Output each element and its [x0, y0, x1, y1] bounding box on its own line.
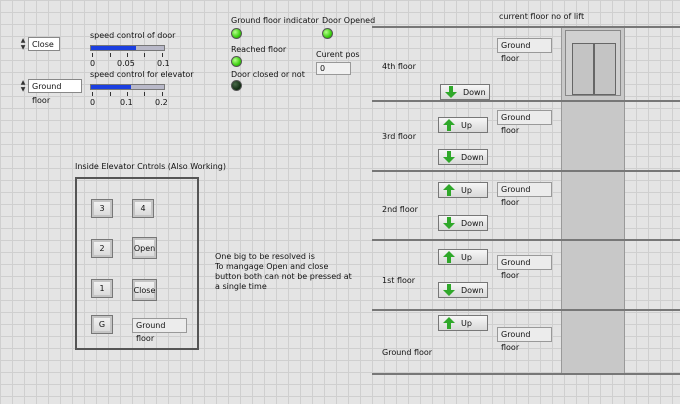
floor-4-indicator: Ground floor [497, 38, 552, 63]
floor-3-label: 3rd floor [382, 132, 416, 141]
current-pos-label: Curent pos [316, 50, 360, 59]
elevator-speed-fill [91, 85, 132, 89]
reached-floor-label: Reached floor [231, 45, 287, 54]
floor-3-down-button[interactable]: Down [438, 149, 488, 165]
close-door-button[interactable]: Close [132, 279, 157, 301]
note-line-2: To mangage Open and close [215, 262, 329, 271]
up-arrow-icon [443, 251, 455, 263]
elevator-target-ring[interactable]: Ground floor [28, 79, 82, 105]
floor-4-button[interactable]: 4 [132, 199, 154, 218]
up-arrow-icon [443, 317, 455, 329]
elevator-tick-0: 0 [90, 98, 96, 107]
building-header: current floor no of lift [499, 12, 585, 21]
note-line-3: button both can not be pressed at [215, 272, 352, 281]
door-state-ring[interactable]: Close [28, 37, 60, 51]
note-line-1: One big to be resolved is [215, 252, 315, 261]
floor-2-up-button[interactable]: Up [438, 182, 488, 198]
floor-2-indicator: Ground floor [497, 182, 552, 207]
floor-line-4-3 [372, 100, 680, 102]
door-closed-label: Door closed or not [231, 70, 305, 79]
inside-elevator-panel: 3 4 2 Open 1 Close G Ground floor [75, 177, 199, 350]
floor-1-label: 1st floor [382, 276, 416, 285]
floor-line-top [372, 26, 680, 28]
elevator-speed-label: speed control for elevator [90, 70, 194, 79]
elevator-speed-scale [92, 92, 163, 96]
door-tick-2: 0.1 [157, 59, 170, 68]
floor-g-button[interactable]: G [91, 315, 113, 334]
up-arrow-icon [443, 184, 455, 196]
floor-2-button[interactable]: 2 [91, 239, 113, 258]
inside-floor-display: Ground floor [132, 318, 187, 343]
inside-panel-title: Inside Elevator Cntrols (Also Working) [75, 162, 226, 171]
floor-4-down-button[interactable]: Down [440, 84, 490, 100]
door-speed-label: speed control of door [90, 31, 176, 40]
door-speed-fill [91, 46, 137, 50]
door-spinner-icon[interactable]: ▲▼ [20, 37, 26, 51]
elevator-door-right [594, 43, 616, 95]
door-tick-1: 0.05 [117, 59, 135, 68]
down-label: Down [461, 218, 484, 228]
note-line-4: a single time [215, 282, 267, 291]
down-label: Down [461, 285, 484, 295]
down-arrow-icon [445, 86, 457, 98]
floor-line-bottom [372, 373, 680, 375]
up-label: Up [461, 185, 472, 195]
elevator-spinner-icon[interactable]: ▲▼ [20, 79, 26, 93]
floor-line-3-2 [372, 170, 680, 172]
floor-4-label: 4th floor [382, 62, 416, 71]
door-closed-led [231, 80, 242, 91]
elevator-tick-1: 0.1 [120, 98, 133, 107]
elevator-tick-2: 0.2 [155, 98, 168, 107]
ground-floor-led [231, 28, 242, 39]
elevator-car [565, 30, 621, 96]
down-label: Down [461, 152, 484, 162]
elevator-door-left [572, 43, 594, 95]
floor-1-indicator: Ground floor [497, 255, 552, 280]
floor-g-up-button[interactable]: Up [438, 315, 488, 331]
door-speed-slider[interactable] [90, 45, 165, 51]
floor-2-label: 2nd floor [382, 205, 418, 214]
floor-2-down-button[interactable]: Down [438, 215, 488, 231]
door-opened-led [322, 28, 333, 39]
floor-line-2-1 [372, 239, 680, 241]
reached-floor-led [231, 56, 242, 67]
floor-1-down-button[interactable]: Down [438, 282, 488, 298]
up-label: Up [461, 120, 472, 130]
up-arrow-icon [443, 119, 455, 131]
current-pos-indicator: 0 [316, 62, 351, 75]
open-door-button[interactable]: Open [132, 237, 157, 259]
down-arrow-icon [443, 151, 455, 163]
down-label: Down [463, 87, 486, 97]
floor-3-up-button[interactable]: Up [438, 117, 488, 133]
down-arrow-icon [443, 217, 455, 229]
door-opened-label: Door Opened [322, 16, 376, 25]
floor-line-1-g [372, 309, 680, 311]
floor-3-indicator: Ground floor [497, 110, 552, 135]
up-label: Up [461, 318, 472, 328]
down-arrow-icon [443, 284, 455, 296]
floor-g-label: Ground floor [382, 348, 433, 357]
ground-floor-indicator-label: Ground floor indicator [231, 16, 319, 25]
up-label: Up [461, 252, 472, 262]
door-tick-0: 0 [90, 59, 96, 68]
floor-g-indicator: Ground floor [497, 327, 552, 352]
floor-1-up-button[interactable]: Up [438, 249, 488, 265]
door-speed-scale [92, 53, 163, 57]
floor-1-button[interactable]: 1 [91, 279, 113, 298]
floor-3-button[interactable]: 3 [91, 199, 113, 218]
elevator-speed-slider[interactable] [90, 84, 165, 90]
